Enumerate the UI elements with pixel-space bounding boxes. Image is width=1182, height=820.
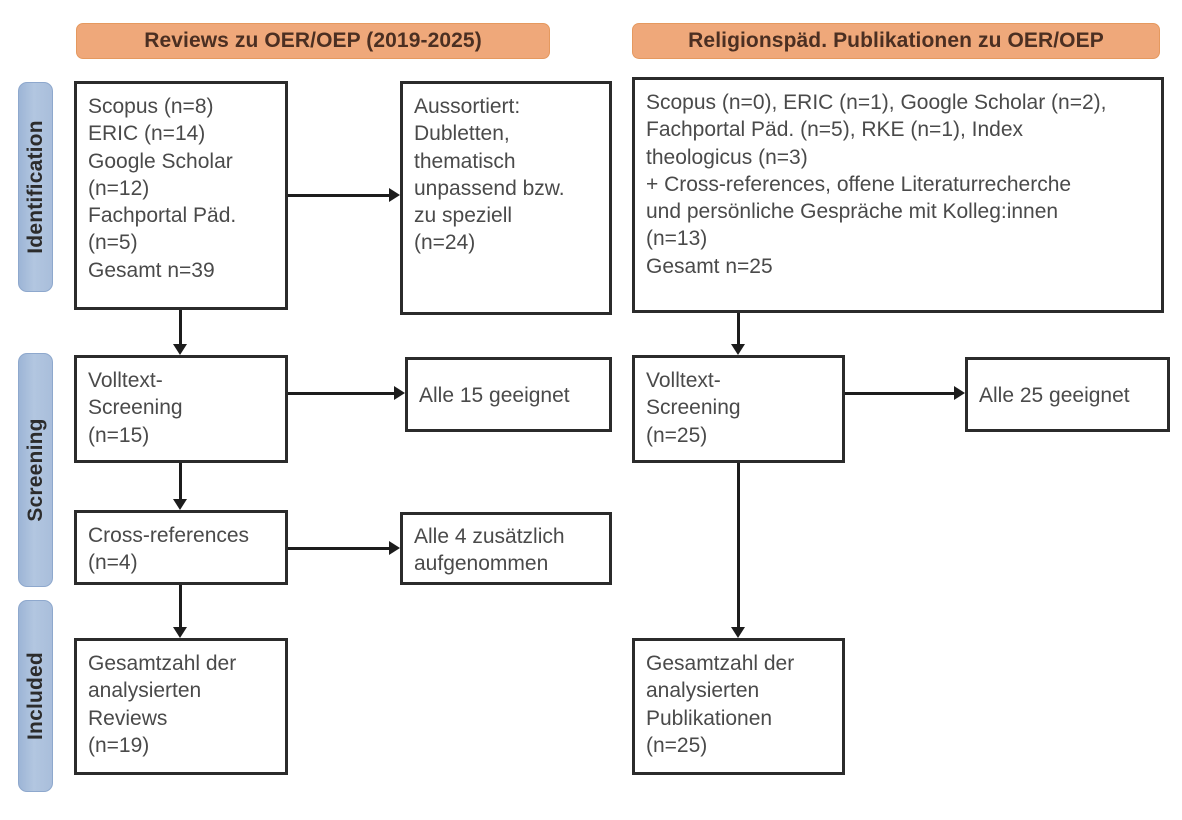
left-crossrefs-result-line-2: aufgenommen <box>414 552 549 575</box>
left-sources-line-2: ERIC (n=14) <box>88 122 206 146</box>
arrowhead-left-sources-to-excluded <box>389 188 400 202</box>
left-included-line-3: Reviews <box>88 706 168 730</box>
left-fulltext-line-2: Screening <box>88 396 183 420</box>
left-excluded-line-6: (n=24) <box>414 231 476 255</box>
left-fulltext-box: Volltext- Screening (n=15) <box>74 355 288 463</box>
edge-right-sources-to-fulltext <box>737 313 740 344</box>
right-fulltext-box: Volltext- Screening (n=25) <box>632 355 845 463</box>
left-sources-line-6: (n=5) <box>88 231 138 255</box>
left-crossrefs-line-1: Cross-references <box>88 523 250 547</box>
stage-tab-screening: Screening <box>18 353 53 587</box>
edge-left-fulltext-to-result <box>288 392 394 395</box>
column-header-reviews: Reviews zu OER/OEP (2019-2025) <box>76 23 550 59</box>
edge-right-fulltext-to-included <box>737 463 740 627</box>
left-sources-line-7: Gesamt n=39 <box>88 258 215 282</box>
right-sources-line-2: Fachportal Päd. (n=5), RKE (n=1), Index <box>646 118 1024 142</box>
right-sources-box: Scopus (n=0), ERIC (n=1), Google Scholar… <box>632 77 1164 313</box>
left-excluded-line-1: Aussortiert: <box>414 95 521 118</box>
arrowhead-right-fulltext-to-result <box>954 386 965 400</box>
left-included-line-1: Gesamtzahl der <box>88 652 237 675</box>
stage-tab-identification: Identification <box>18 82 53 292</box>
left-crossrefs-result-line-1: Alle 4 zusätzlich <box>414 524 565 548</box>
right-sources-line-5: und persönliche Gespräche mit Kolleg:inn… <box>646 200 1059 224</box>
right-sources-line-4: + Cross-references, offene Literaturrech… <box>646 172 1072 196</box>
left-excluded-line-2: Dubletten, <box>414 122 510 146</box>
arrowhead-right-sources-to-fulltext <box>731 344 745 355</box>
arrowhead-left-crossrefs-to-result <box>389 541 400 555</box>
right-sources-line-7: Gesamt n=25 <box>646 254 773 278</box>
stage-tab-included: Included <box>18 600 53 792</box>
left-included-line-2: analysierten <box>88 679 202 703</box>
left-included-line-4: (n=19) <box>88 733 150 757</box>
right-fulltext-line-1: Volltext- <box>646 369 721 392</box>
left-excluded-line-3: thematisch <box>414 149 516 173</box>
left-fulltext-result-label: Alle 15 geeignet <box>419 384 570 408</box>
left-crossrefs-box: Cross-references (n=4) <box>74 510 288 585</box>
arrowhead-right-fulltext-to-included <box>731 627 745 638</box>
arrowhead-left-fulltext-to-crossrefs <box>173 499 187 510</box>
left-excluded-line-5: zu speziell <box>414 204 513 228</box>
arrowhead-left-fulltext-to-result <box>394 386 405 400</box>
edge-left-sources-to-fulltext <box>179 310 182 344</box>
right-fulltext-line-2: Screening <box>646 396 741 420</box>
right-fulltext-line-3: (n=25) <box>646 423 708 447</box>
right-included-line-3: Publikationen <box>646 706 773 730</box>
column-header-reviews-label: Reviews zu OER/OEP (2019-2025) <box>144 29 482 52</box>
edge-right-fulltext-to-result <box>845 392 954 395</box>
left-excluded-line-4: unpassend bzw. <box>414 176 565 200</box>
left-sources-line-1: Scopus (n=8) <box>88 95 214 118</box>
right-fulltext-result-box: Alle 25 geeignet <box>965 357 1170 432</box>
right-sources-line-1: Scopus (n=0), ERIC (n=1), Google Scholar… <box>646 91 1107 114</box>
left-sources-box: Scopus (n=8) ERIC (n=14) Google Scholar … <box>74 81 288 310</box>
left-sources-line-5: Fachportal Päd. <box>88 204 237 228</box>
stage-tab-screening-label: Screening <box>23 418 47 522</box>
right-included-line-4: (n=25) <box>646 733 708 757</box>
right-included-line-2: analysierten <box>646 679 760 703</box>
edge-left-fulltext-to-crossrefs <box>179 463 182 499</box>
edge-left-sources-to-excluded <box>288 194 389 197</box>
left-included-box: Gesamtzahl der analysierten Reviews (n=1… <box>74 638 288 775</box>
edge-left-crossrefs-to-included <box>179 585 182 627</box>
arrowhead-left-sources-to-fulltext <box>173 344 187 355</box>
right-sources-line-3: theologicus (n=3) <box>646 145 808 169</box>
right-included-line-1: Gesamtzahl der <box>646 652 795 675</box>
right-included-box: Gesamtzahl der analysierten Publikatione… <box>632 638 845 775</box>
left-sources-line-3: Google Scholar <box>88 149 233 173</box>
right-fulltext-result-label: Alle 25 geeignet <box>979 384 1130 408</box>
stage-tab-included-label: Included <box>23 652 47 740</box>
column-header-religionspaed: Religionspäd. Publikationen zu OER/OEP <box>632 23 1160 59</box>
edge-left-crossrefs-to-result <box>288 547 389 550</box>
left-fulltext-line-1: Volltext- <box>88 369 163 392</box>
column-header-religionspaed-label: Religionspäd. Publikationen zu OER/OEP <box>688 29 1104 52</box>
left-sources-line-4: (n=12) <box>88 176 150 200</box>
left-fulltext-line-3: (n=15) <box>88 423 150 447</box>
right-sources-line-6: (n=13) <box>646 227 708 251</box>
stage-tab-identification-label: Identification <box>23 120 47 254</box>
left-fulltext-result-box: Alle 15 geeignet <box>405 357 612 432</box>
arrowhead-left-crossrefs-to-included <box>173 627 187 638</box>
left-excluded-box: Aussortiert: Dubletten, thematisch unpas… <box>400 81 612 315</box>
left-crossrefs-line-2: (n=4) <box>88 551 138 574</box>
left-crossrefs-result-box: Alle 4 zusätzlich aufgenommen <box>400 512 612 585</box>
